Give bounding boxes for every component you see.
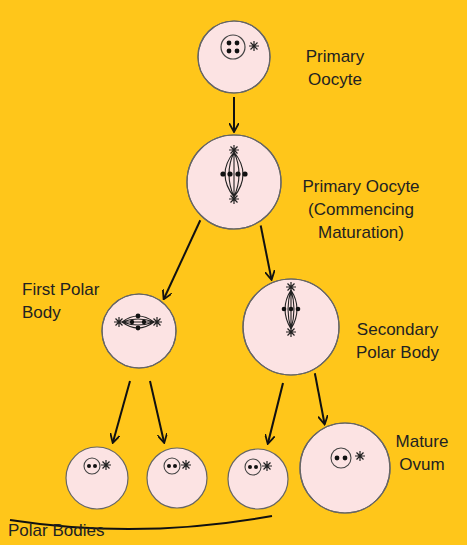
cell-outline <box>198 21 270 93</box>
cell-label: Primary Oocyte (Commencing Maturation) <box>286 175 436 244</box>
cell-node: Primary Oocyte <box>198 21 270 93</box>
cell-label: Mature Ovum <box>386 430 458 476</box>
cell-node: Secondary Polar Body <box>243 279 339 375</box>
arrow-connector <box>261 225 272 278</box>
cell-outline <box>102 294 176 368</box>
cell-label: Secondary Polar Body <box>345 318 450 364</box>
polar-body <box>228 449 288 509</box>
cell-node: Mature Ovum <box>300 423 390 513</box>
cell-outline <box>300 423 390 513</box>
cell-label: First Polar Body <box>22 278 117 324</box>
cell-outline <box>187 135 281 229</box>
arrow-connector <box>164 220 200 298</box>
arrow-connector <box>233 97 235 131</box>
polar-body <box>147 448 207 508</box>
cell-node: Primary Oocyte (Commencing Maturation) <box>187 135 281 229</box>
cell-outline <box>243 279 339 375</box>
polar-body <box>66 447 128 509</box>
cell-label: Primary Oocyte <box>290 45 380 91</box>
group-label: Polar Bodies <box>8 519 104 542</box>
arrow-connector <box>315 373 325 423</box>
cell-node: First Polar Body <box>102 294 176 368</box>
